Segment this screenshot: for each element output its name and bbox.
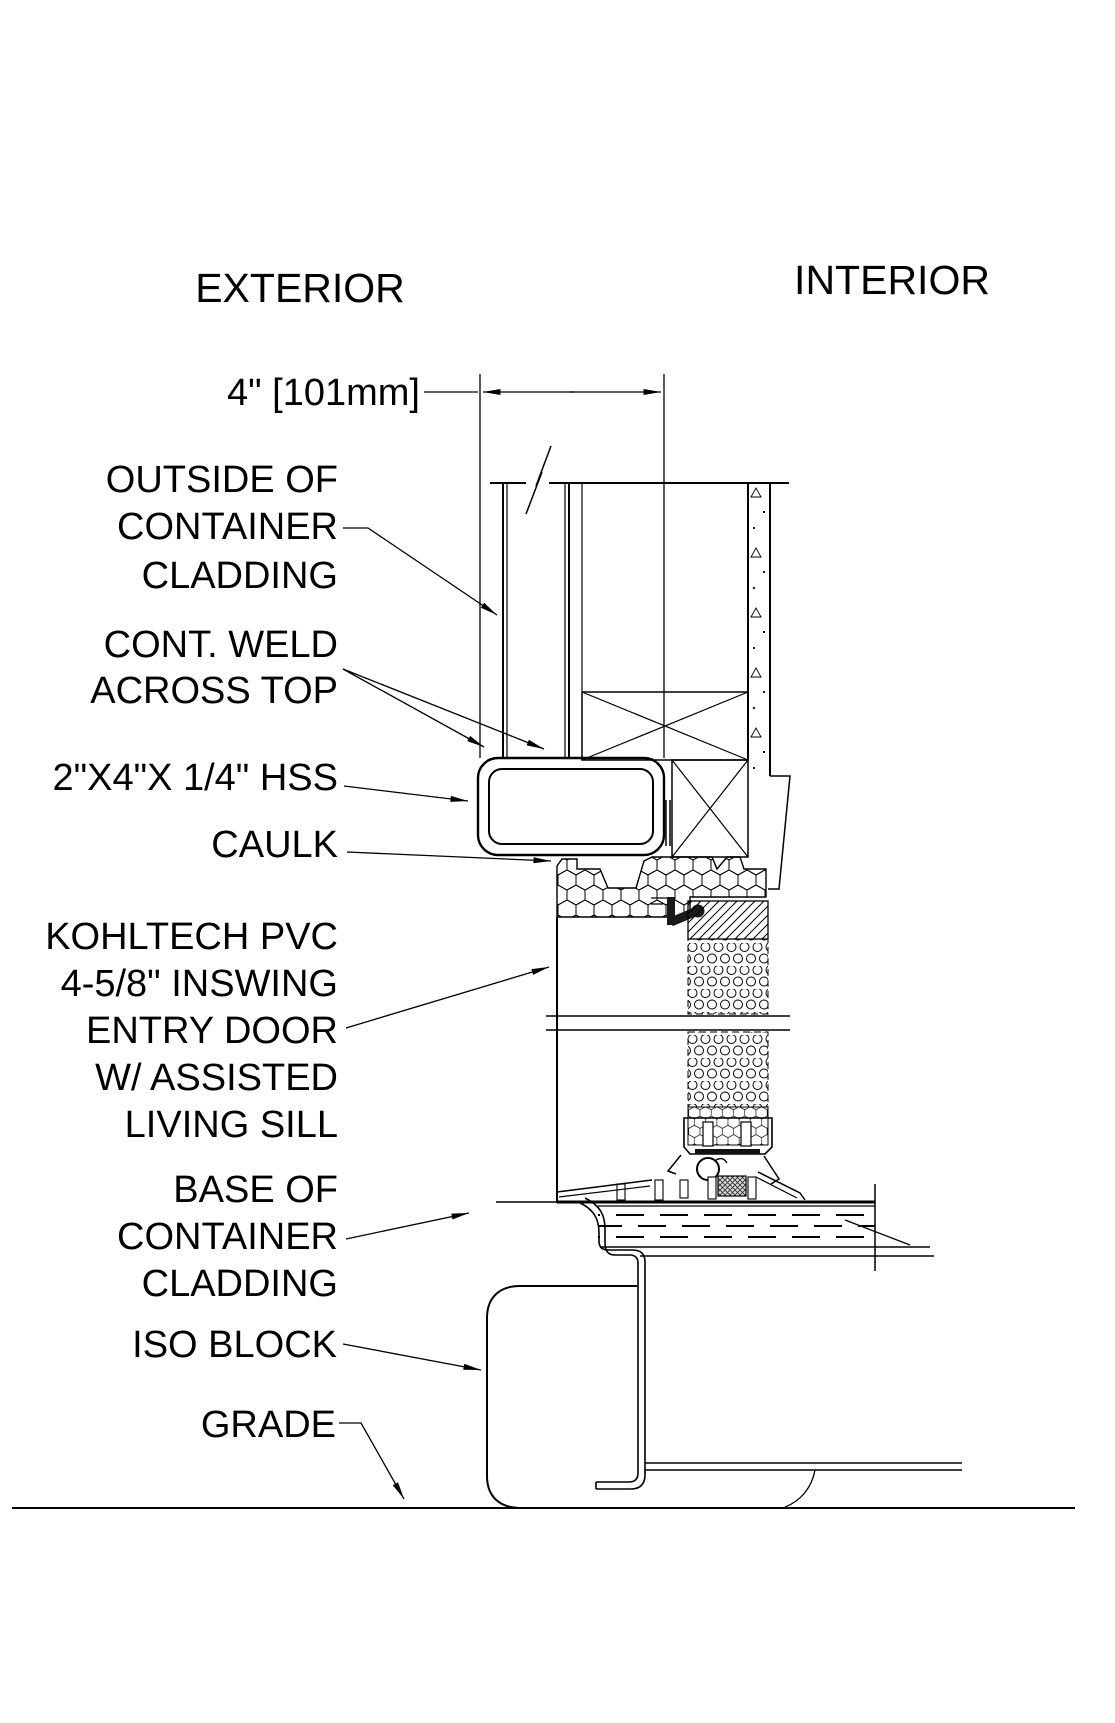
- zone-label-exterior: EXTERIOR: [195, 265, 405, 311]
- leader-lines: [339, 527, 552, 1500]
- leader-hss: [343, 785, 469, 802]
- zone-label-interior: INTERIOR: [794, 257, 990, 303]
- dimension-label: 4" [101mm]: [227, 372, 420, 414]
- label-outside-cladding-2: CONTAINER: [117, 506, 338, 548]
- leader-outside-cladding: [343, 527, 498, 616]
- container-wall-section: [490, 445, 791, 890]
- leader-base-cladding: [345, 1212, 470, 1240]
- dimension-4in: [424, 374, 665, 758]
- leader-iso: [342, 1343, 482, 1371]
- container-underside: [645, 1462, 962, 1508]
- assisted-living-sill: [556, 1171, 875, 1204]
- interior-floor: [598, 1184, 934, 1271]
- label-door-4: W/ ASSISTED: [95, 1057, 338, 1099]
- label-door-5: LIVING SILL: [125, 1104, 338, 1146]
- label-iso-block: ISO BLOCK: [132, 1324, 337, 1366]
- label-outside-cladding-1: OUTSIDE OF: [106, 459, 338, 501]
- label-door-3: ENTRY DOOR: [86, 1010, 338, 1052]
- label-caulk: CAULK: [211, 824, 338, 866]
- label-door-1: KOHLTECH PVC: [45, 916, 338, 958]
- iso-block: [486, 1285, 637, 1509]
- leader-grade: [339, 1422, 405, 1500]
- label-outside-cladding-3: CLADDING: [142, 555, 338, 597]
- annotations: EXTERIOR INTERIOR 4" [101mm] OUTSIDE OF …: [45, 257, 990, 1446]
- caulk-hatch: [556, 856, 767, 918]
- leader-door: [345, 966, 550, 1029]
- leader-weld-1: [342, 668, 485, 748]
- label-cont-weld-2: ACROSS TOP: [90, 670, 338, 712]
- leader-caulk: [346, 851, 552, 864]
- label-grade: GRADE: [201, 1404, 336, 1446]
- label-base-cladding-2: CONTAINER: [117, 1216, 338, 1258]
- leader-weld-2: [342, 668, 545, 750]
- label-door-2: 4-5/8" INSWING: [61, 963, 338, 1005]
- label-hss: 2"X4"X 1/4" HSS: [52, 757, 338, 799]
- label-cont-weld-1: CONT. WELD: [104, 624, 338, 666]
- hss-tube-section: [476, 756, 666, 857]
- base-cladding-sheet: [496, 1197, 646, 1490]
- door-assembly: [546, 900, 790, 1203]
- label-base-cladding-3: CLADDING: [142, 1263, 338, 1305]
- label-base-cladding-1: BASE OF: [173, 1169, 338, 1211]
